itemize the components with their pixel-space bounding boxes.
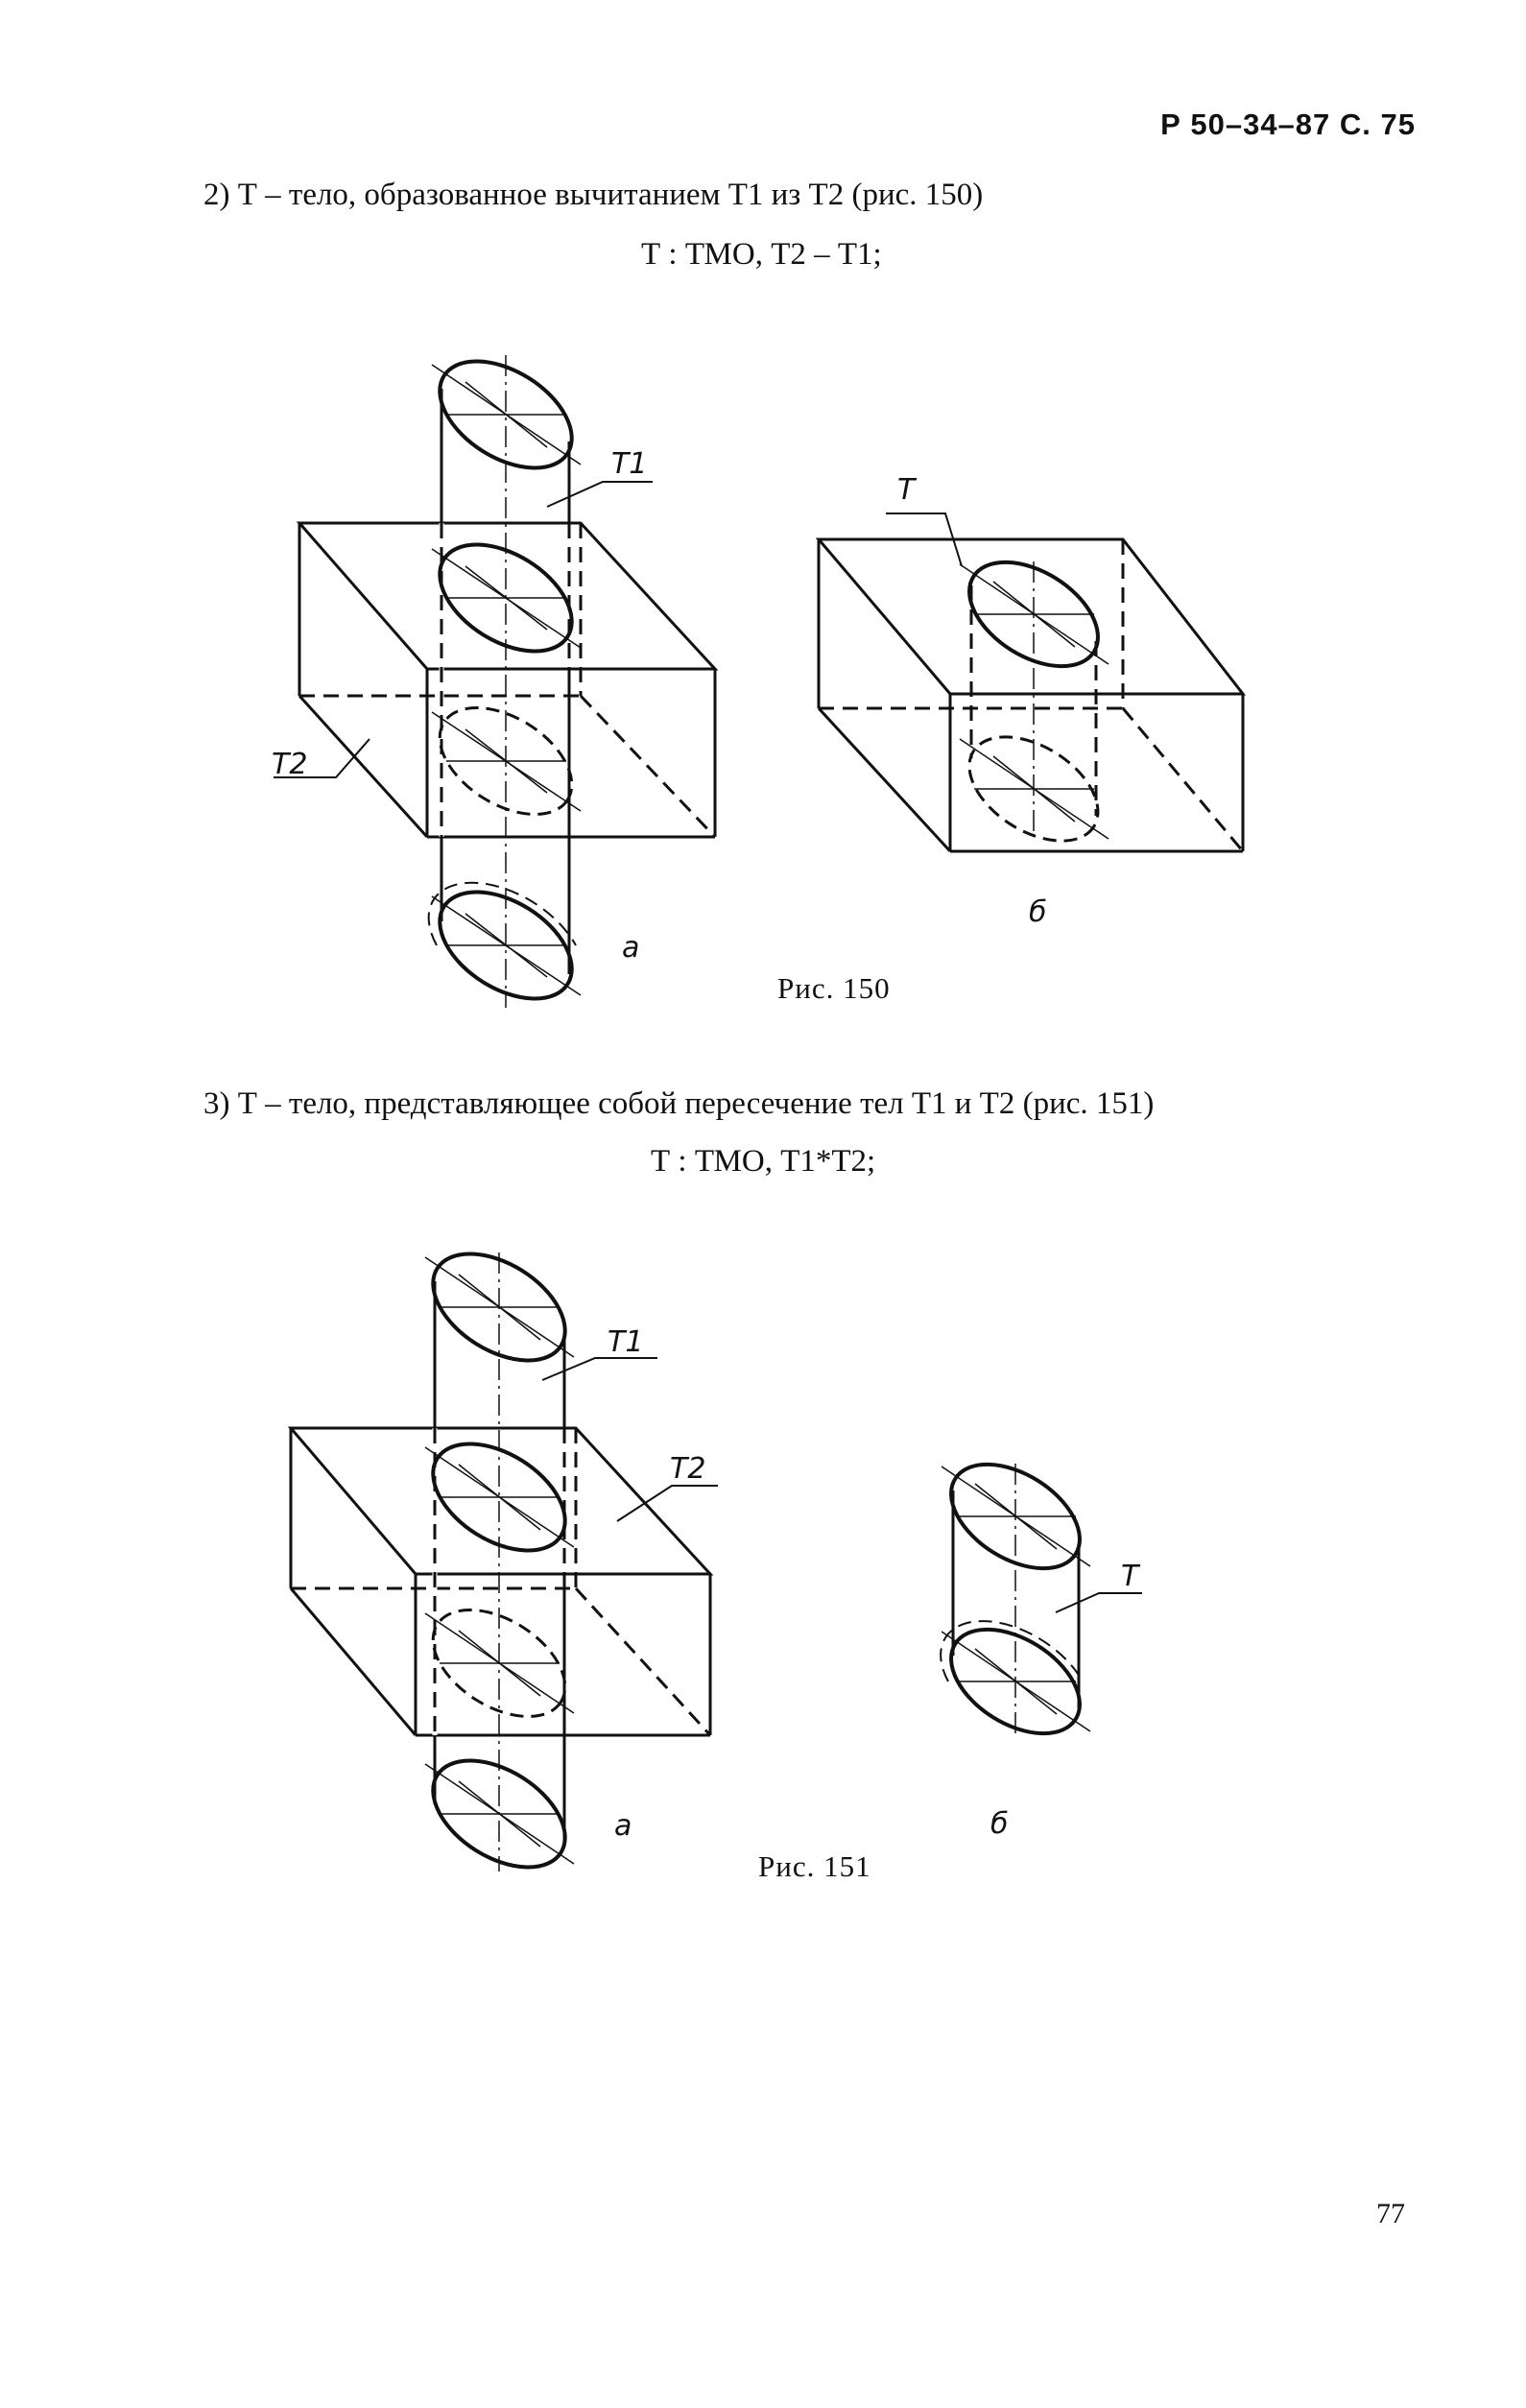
document-reference: Р 50–34–87 С. 75 — [1160, 107, 1416, 141]
fig150-a-box-t2 — [296, 521, 719, 839]
figure-151: Т1 Т2 а Т б — [287, 1252, 1142, 1872]
fig151-label-t: Т — [1121, 1560, 1141, 1593]
section-3-formula: Т : ТМО, Т1*Т2; — [651, 1144, 876, 1179]
page-number: 77 — [1376, 2198, 1405, 2229]
fig-151-caption: Рис. 151 — [758, 1849, 871, 1883]
section-3-text: 3) Т – тело, представляющее собой пересе… — [203, 1086, 1155, 1121]
fig151-label-t2: Т2 — [670, 1452, 705, 1486]
fig-150-caption: Рис. 150 — [777, 971, 891, 1005]
fig151-a-box-t2 — [287, 1426, 714, 1737]
fig150-label-t: Т — [897, 473, 918, 507]
fig150-b-hole — [959, 560, 1109, 843]
section-2-text: 2) Т – тело, образованное вычитанием Т1 … — [203, 178, 984, 212]
fig151-b-cylinder-t — [940, 1462, 1091, 1737]
fig151-label-t1: Т1 — [608, 1325, 643, 1359]
fig150-b-box-t — [815, 537, 1247, 853]
fig151-label-a: а — [614, 1809, 632, 1843]
fig151-label-b: б — [990, 1807, 1009, 1841]
fig150-label-a: а — [622, 931, 639, 965]
fig150-label-b: б — [1029, 895, 1047, 929]
fig151-a-cylinder-t1 — [424, 1252, 575, 1872]
figure-150: Т1 Т2 а Т б — [272, 355, 1247, 1008]
fig150-label-t2: Т2 — [272, 748, 307, 781]
fig150-a-cylinder-t1 — [427, 355, 582, 1008]
fig150-label-t1: Т1 — [611, 447, 647, 481]
section-2-formula: Т : ТМО, Т2 – Т1; — [641, 237, 882, 272]
